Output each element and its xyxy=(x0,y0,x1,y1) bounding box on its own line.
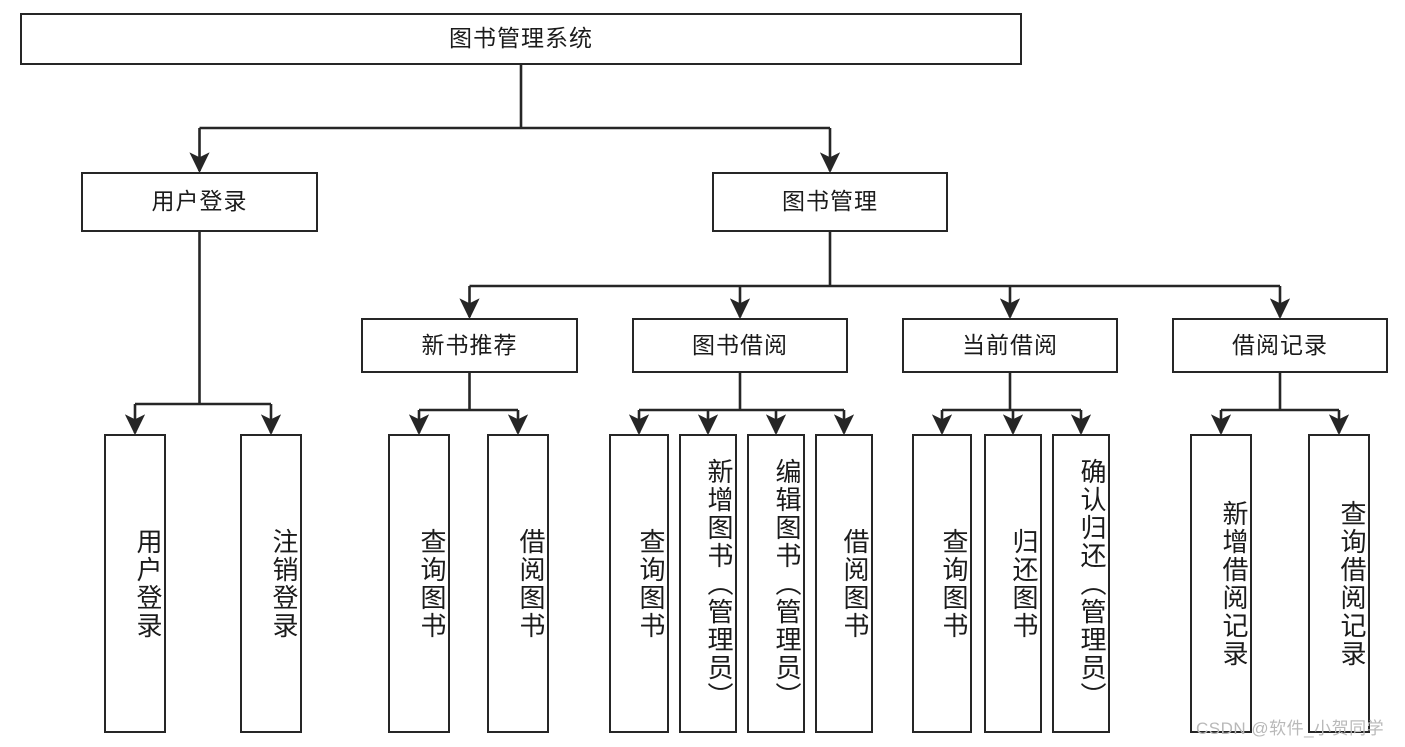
node-leaf-logout[interactable]: 注销登录 xyxy=(240,434,302,733)
node-root-system-label: 图书管理系统 xyxy=(449,25,593,52)
node-book-borrow[interactable]: 图书借阅 xyxy=(632,318,848,373)
node-leaf-query-book-2-label: 查询图书 xyxy=(636,527,666,640)
node-leaf-query-book-3[interactable]: 查询图书 xyxy=(912,434,972,733)
csdn-watermark: CSDN @软件_小贺同学 xyxy=(1196,719,1385,738)
node-leaf-borrow-book-1[interactable]: 借阅图书 xyxy=(487,434,549,733)
node-leaf-return-book[interactable]: 归还图书 xyxy=(984,434,1042,733)
node-leaf-add-borrow-record[interactable]: 新增借阅记录 xyxy=(1190,434,1252,733)
node-borrow-record[interactable]: 借阅记录 xyxy=(1172,318,1388,373)
node-leaf-borrow-book-2[interactable]: 借阅图书 xyxy=(815,434,873,733)
node-user-login[interactable]: 用户登录 xyxy=(81,172,318,232)
node-leaf-query-book-2[interactable]: 查询图书 xyxy=(609,434,669,733)
node-leaf-add-book-admin-label: 新增图书（管理员） xyxy=(704,457,734,710)
node-leaf-edit-book-admin[interactable]: 编辑图书（管理员） xyxy=(747,434,805,733)
node-leaf-borrow-book-2-label: 借阅图书 xyxy=(840,527,870,640)
node-leaf-confirm-return-admin-label: 确认归还（管理员） xyxy=(1077,457,1107,710)
node-borrow-record-label: 借阅记录 xyxy=(1232,331,1328,358)
node-leaf-add-book-admin[interactable]: 新增图书（管理员） xyxy=(679,434,737,733)
node-leaf-return-book-label: 归还图书 xyxy=(1009,527,1039,640)
node-leaf-add-borrow-record-label: 新增借阅记录 xyxy=(1219,499,1249,668)
node-book-borrow-label: 图书借阅 xyxy=(692,331,788,358)
node-leaf-query-borrow-record-label: 查询借阅记录 xyxy=(1337,499,1367,668)
node-leaf-borrow-book-1-label: 借阅图书 xyxy=(516,527,546,640)
node-new-book-recommend-label: 新书推荐 xyxy=(421,331,518,358)
node-leaf-query-book-3-label: 查询图书 xyxy=(939,527,969,640)
node-leaf-query-book-1-label: 查询图书 xyxy=(417,527,447,640)
node-book-manage-label: 图书管理 xyxy=(782,188,878,215)
node-leaf-query-borrow-record[interactable]: 查询借阅记录 xyxy=(1308,434,1370,733)
node-leaf-user-login[interactable]: 用户登录 xyxy=(104,434,166,733)
node-new-book-recommend[interactable]: 新书推荐 xyxy=(361,318,578,373)
node-leaf-logout-label: 注销登录 xyxy=(269,527,299,640)
node-leaf-user-login-label: 用户登录 xyxy=(133,527,163,640)
node-leaf-query-book-1[interactable]: 查询图书 xyxy=(388,434,450,733)
node-leaf-confirm-return-admin[interactable]: 确认归还（管理员） xyxy=(1052,434,1110,733)
node-user-login-label: 用户登录 xyxy=(151,188,248,215)
node-current-borrow-label: 当前借阅 xyxy=(962,331,1058,358)
node-leaf-edit-book-admin-label: 编辑图书（管理员） xyxy=(772,457,802,710)
node-current-borrow[interactable]: 当前借阅 xyxy=(902,318,1118,373)
node-root-system[interactable]: 图书管理系统 xyxy=(20,13,1022,65)
node-book-manage[interactable]: 图书管理 xyxy=(712,172,948,232)
